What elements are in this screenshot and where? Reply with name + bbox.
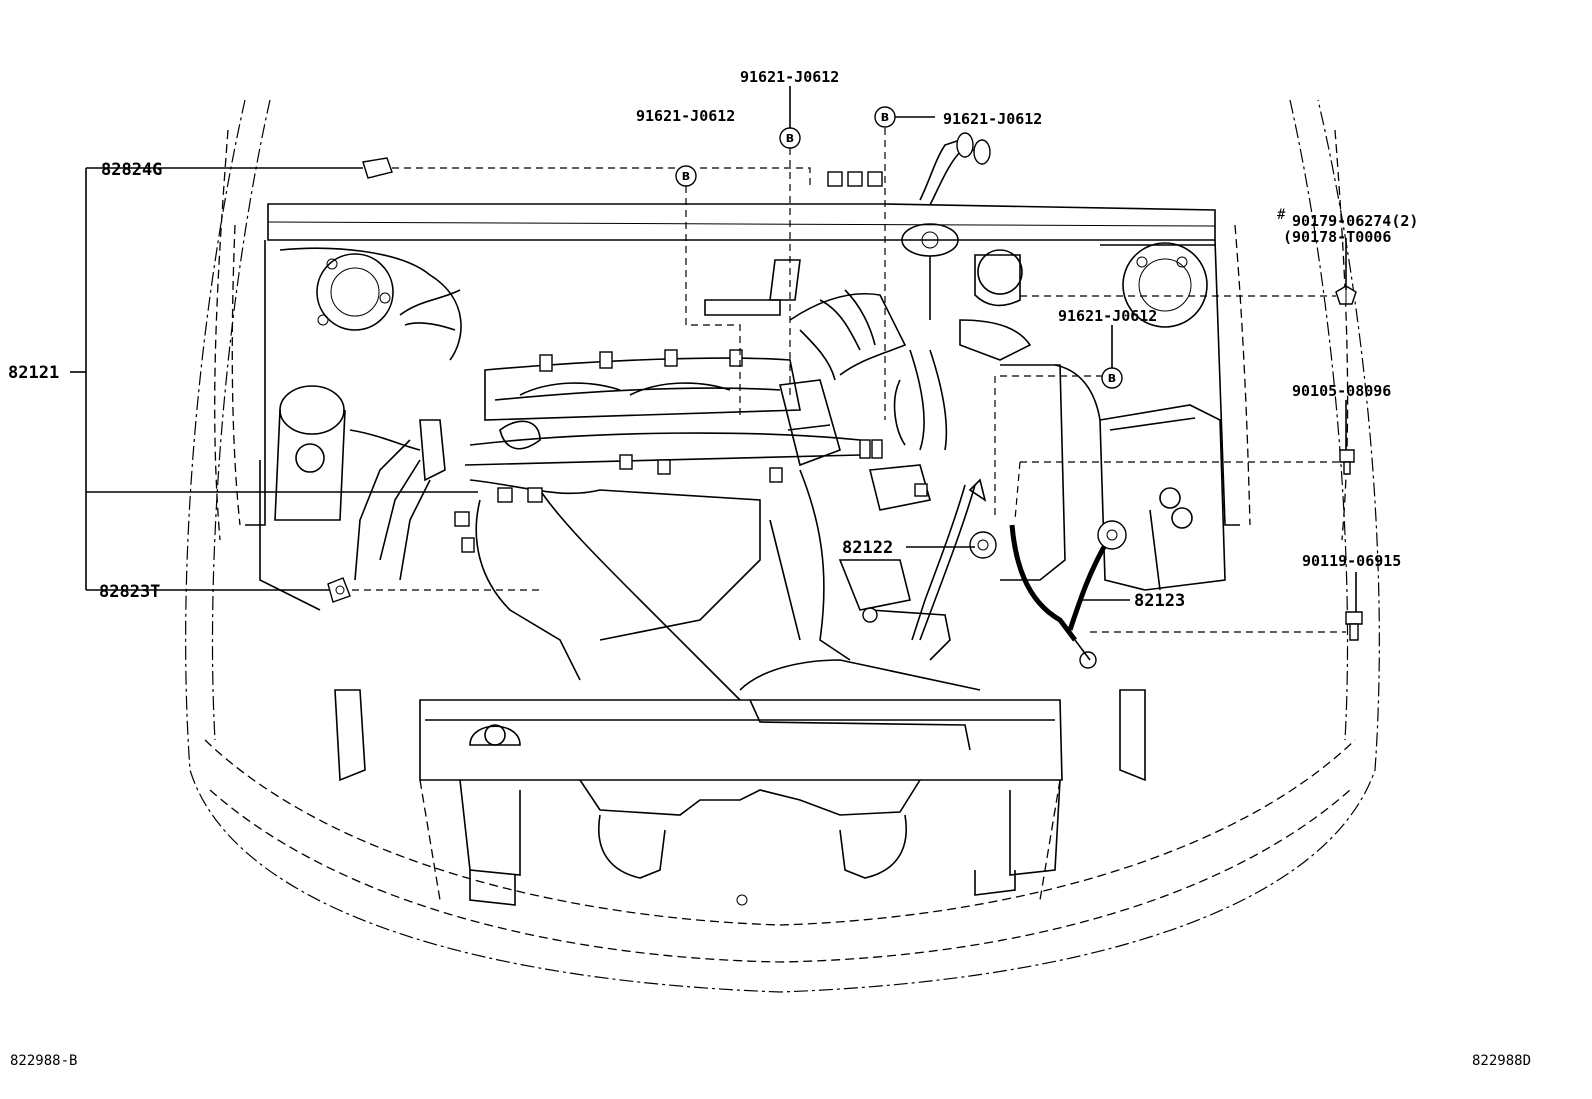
harness-connectors-top	[827, 132, 991, 206]
battery	[1000, 364, 1226, 591]
svg-text:B: B	[786, 132, 794, 145]
label-82121: 82121	[8, 363, 59, 383]
right-strut-tower	[1100, 242, 1215, 328]
reference-right: 822988D	[1472, 1053, 1531, 1069]
label-90119: 90119-06915	[1302, 552, 1401, 570]
label-91621-right: 91621-J0612	[943, 110, 1042, 128]
wire-harness	[838, 439, 997, 661]
hood-outline	[185, 99, 1380, 993]
intake-hoses	[704, 259, 907, 661]
label-90179-mark: #	[1277, 207, 1286, 223]
svg-text:B: B	[881, 111, 889, 124]
label-90105: 90105-08096	[1292, 382, 1391, 400]
callout-b-2: B	[779, 127, 801, 149]
radiator	[334, 659, 1146, 906]
throttle-body	[893, 223, 1032, 451]
reference-left: 822988-B	[10, 1053, 77, 1069]
clip-90179	[1335, 285, 1357, 305]
brake-reservoir	[259, 385, 346, 611]
svg-text:B: B	[1108, 372, 1116, 385]
label-90179: 90179-06274(2)	[1292, 212, 1418, 230]
label-82122: 82122	[842, 538, 893, 558]
label-91621-battery: 91621-J0612	[1058, 307, 1157, 325]
callout-b-1: B	[675, 165, 697, 187]
label-82123: 82123	[1134, 591, 1185, 611]
cowl-panel	[231, 203, 1251, 526]
label-91621-top: 91621-J0612	[740, 68, 839, 86]
engine-block	[349, 349, 861, 701]
label-82824g: 82824G	[101, 160, 162, 180]
clamp-82824g	[362, 157, 393, 179]
bolt-90105	[1339, 449, 1355, 475]
svg-text:B: B	[682, 170, 690, 183]
clip-82823t	[327, 577, 351, 603]
label-82823t: 82823T	[99, 582, 160, 602]
battery-cables	[1009, 520, 1127, 669]
label-91621-left: 91621-J0612	[636, 107, 735, 125]
left-strut-tower	[279, 247, 462, 361]
leader-lines	[70, 86, 1357, 612]
callout-b-4: B	[1101, 367, 1123, 389]
dashed-leaders	[352, 128, 1346, 633]
callout-b-3: B	[874, 106, 896, 128]
label-90178: (90178-T0006	[1283, 228, 1391, 246]
bolt-90119	[1345, 611, 1363, 641]
